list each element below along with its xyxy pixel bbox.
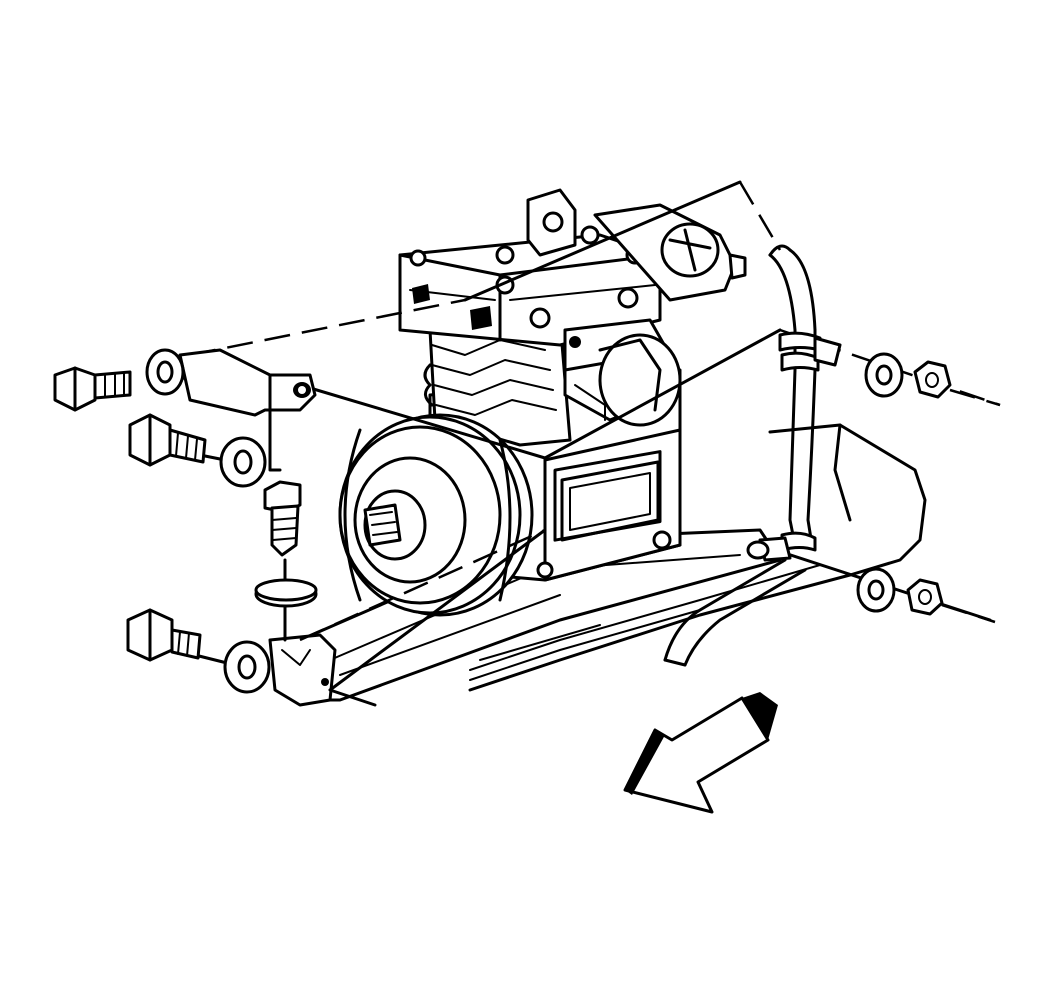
- middle-washer: [219, 436, 267, 488]
- lower-right-hex-nut: [906, 578, 944, 616]
- lower-hex-bolt: [126, 608, 202, 662]
- upper-right-washer: [864, 352, 904, 398]
- hose-clamp-lower: [746, 536, 792, 562]
- lower-right-washer: [856, 567, 896, 613]
- drive-pulley: [338, 413, 534, 617]
- upper-washer: [145, 348, 185, 396]
- upper-hex-bolt: [53, 366, 132, 412]
- engine-block-outline: [468, 423, 927, 692]
- hose-clamp-upper: [813, 336, 842, 367]
- upper-right-hex-nut: [913, 360, 952, 399]
- upper-mounting-bracket: [178, 348, 317, 472]
- air-line-hose: [768, 244, 822, 552]
- lower-pipe: [663, 558, 807, 667]
- right-dashed-leaders: [941, 388, 1001, 624]
- compressor-body: [398, 188, 747, 582]
- front-of-vehicle-arrow: [623, 692, 778, 814]
- vertical-hex-bolt: [263, 480, 302, 557]
- middle-hex-bolt: [128, 413, 207, 467]
- vertical-washer: [254, 578, 318, 608]
- lower-washer: [223, 640, 271, 694]
